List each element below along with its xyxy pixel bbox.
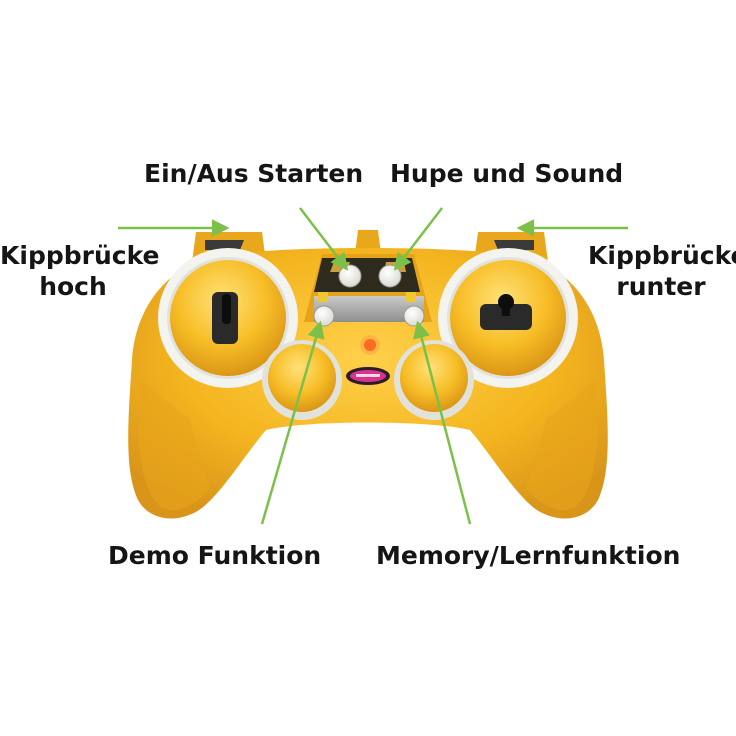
memory-symbol-icon [406,292,416,302]
dump-down-label: Kippbrücke runter [588,240,736,302]
right-stick[interactable] [438,248,578,388]
dump-down-label-line1: Kippbrücke [588,241,736,270]
dump-up-label-line1: Kippbrücke [0,241,160,270]
arrow-horn-sound [393,207,443,271]
left-lower-knob[interactable] [262,340,342,420]
horn-sound-label: Hupe und Sound [390,159,624,188]
right-joystick-slot-icon [480,304,532,330]
memory-button[interactable] [403,305,425,327]
horn-sound-button[interactable] [378,264,402,288]
dump-down-label-line2: runter [616,272,706,301]
arrow-power-start [299,207,349,271]
dump-up-label: Kippbrücke hoch [0,240,160,302]
demo-button[interactable] [313,305,335,327]
memory-label: Memory/Lernfunktion [376,541,681,570]
brand-logo-badge [346,367,390,385]
power-start-button[interactable] [338,264,362,288]
left-stick[interactable] [158,248,298,388]
arrow-memory [413,320,472,525]
arrow-demo [260,320,325,525]
right-lower-knob[interactable] [394,340,474,420]
demo-symbol-icon [318,292,328,302]
demo-label: Demo Funktion [108,541,322,570]
power-start-label: Ein/Aus Starten [144,159,364,188]
status-led-icon [364,339,376,351]
dump-up-label-line2: hoch [39,272,107,301]
